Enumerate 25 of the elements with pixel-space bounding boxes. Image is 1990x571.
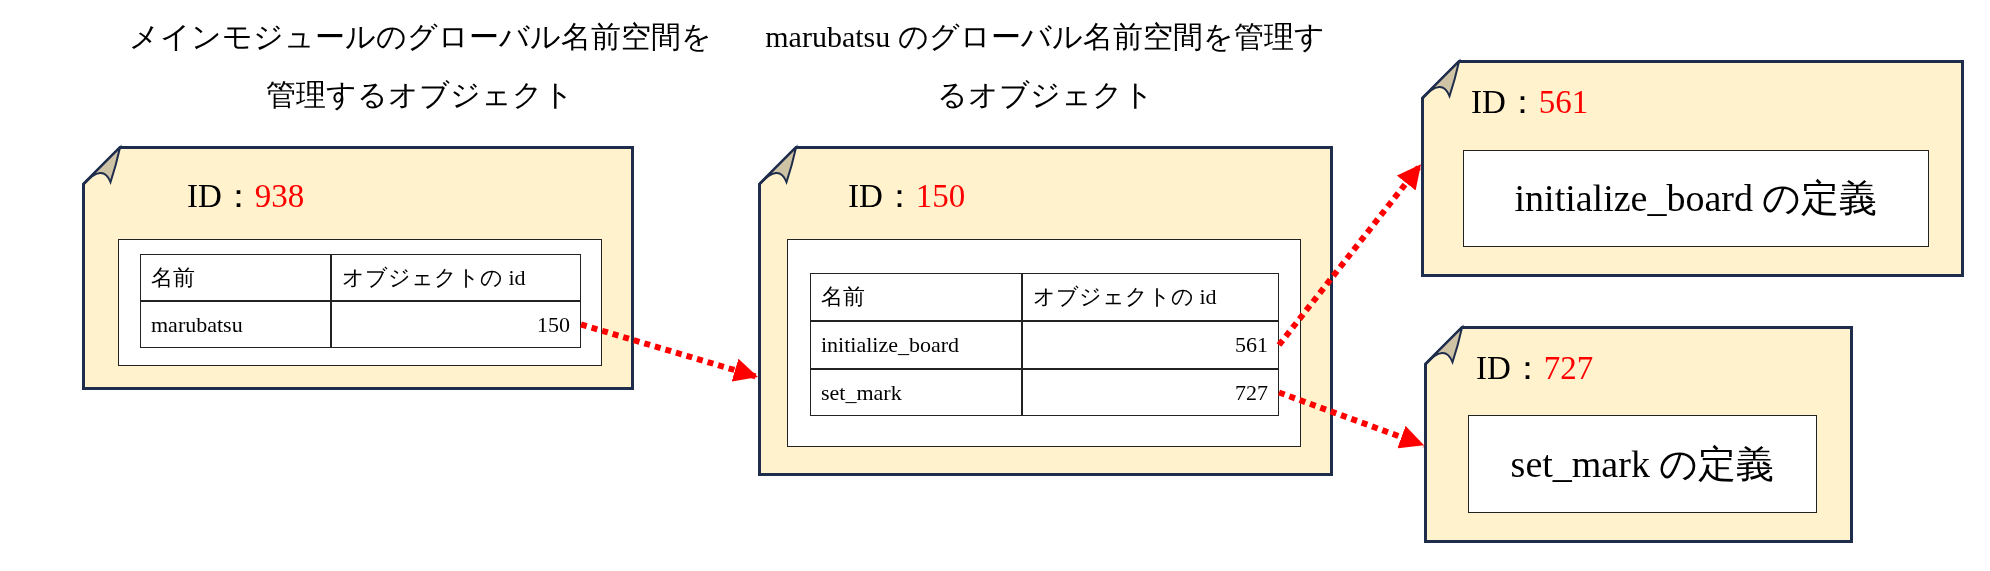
table-cell: set_mark [810,369,1022,416]
table-cell: オブジェクトの id [1022,273,1279,321]
id-label: ID： [1471,84,1539,120]
definition-box: set_mark の定義 [1468,415,1817,513]
caption-text: marubatsu のグローバル名前空間を管理するオブジェクト [765,19,1325,113]
id-number: 561 [1538,84,1589,120]
id-label: ID： [187,178,255,214]
table-cell: 727 [1022,369,1279,416]
table-cell: オブジェクトの id [331,254,581,301]
definition-box: initialize_board の定義 [1463,150,1929,247]
id-label: ID： [848,178,916,214]
dotted-arrow [580,321,759,382]
table-cell: 150 [331,301,581,348]
id-number: 150 [915,178,966,214]
id-number: 727 [1543,350,1594,386]
dotted-arrow [1277,389,1426,449]
table-cell: 名前 [140,254,331,301]
table-cell: 561 [1022,321,1279,369]
table-cell: 名前 [810,273,1022,321]
id-label: ID： [1476,350,1544,386]
table-cell: marubatsu [140,301,331,348]
caption-text: メインモジュールのグローバル名前空間を管理するオブジェクト [127,19,713,113]
dotted-arrow [1276,162,1424,347]
id-number: 938 [254,178,305,214]
table-cell: initialize_board [810,321,1022,369]
